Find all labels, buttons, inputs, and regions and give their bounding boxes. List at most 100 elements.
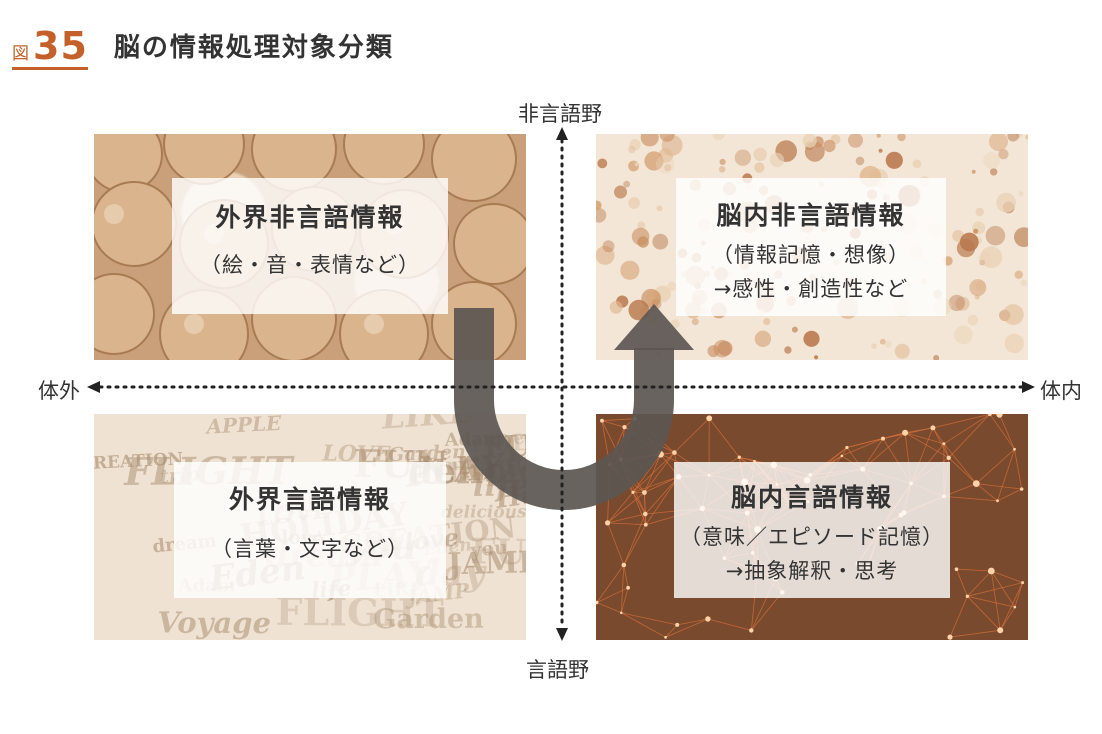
network-link [846,438,884,448]
bokeh-dot [596,208,607,223]
bokeh-dot [912,159,922,169]
panel-internal-nonverbal: 脳内非言語情報 （情報記憶・想像） →感性・創造性など [676,178,946,316]
network-node [996,414,1003,418]
network-node [749,628,754,633]
network-link [601,420,625,428]
network-link [596,587,629,603]
bokeh-dot [734,149,752,166]
bokeh-dot [784,346,792,354]
network-link [943,443,950,458]
bokeh-dot [791,326,798,333]
panel-title: 外界非言語情報 [215,203,405,232]
bokeh-dot [644,151,664,171]
network-link [997,488,1022,502]
bokeh-dot [1014,227,1028,247]
bokeh-dot [655,154,675,174]
bokeh-dot [1018,191,1024,197]
background-word: Voyage [157,606,271,640]
bokeh-dot [620,260,640,280]
panel-title: 脳内非言語情報 [716,201,906,230]
bokeh-dot [985,225,1006,246]
horizontal-axis-left-arrow [87,381,100,393]
network-link [708,418,740,458]
network-node [664,635,667,639]
network-node [1021,581,1025,585]
network-link [607,522,646,526]
bokeh-dot [664,164,672,172]
panel-external-nonverbal: 外界非言語情報 （絵・音・表情など） [172,178,448,314]
network-node [997,627,1004,634]
network-node [737,455,741,459]
background-word: delicious [441,502,526,522]
bokeh-dot [989,134,1008,152]
bokeh-dot [597,158,608,169]
bokeh-dot [973,228,979,234]
panel-line: （言葉・文字など） [211,537,409,561]
network-link [1014,449,1023,490]
network-link [976,483,998,502]
bokeh-dot [1020,279,1028,287]
bokeh-dot [637,221,646,230]
network-node [600,418,604,423]
background-word: you [468,536,509,562]
bokeh-dot [754,330,772,347]
axis-label-bottom: 言語野 [526,658,589,682]
network-node [996,499,999,503]
network-link [989,414,1015,450]
network-node [987,414,992,417]
bokeh-dot [640,134,659,147]
bokeh-dot [879,338,886,345]
panel-external-verbal: 外界言語情報 （言葉・文字など） [174,462,446,598]
network-node [930,425,936,431]
bokeh-dot [623,180,631,188]
background-word: FUNNY [470,531,526,576]
network-link [991,570,1023,583]
bokeh-dot [959,232,979,252]
network-node [946,455,951,460]
bokeh-dot [975,207,984,217]
bokeh-dot [855,156,865,166]
network-link [644,452,675,493]
network-node [631,490,635,494]
network-link [949,596,968,638]
network-link [949,629,1001,638]
network-link [956,568,992,572]
bokeh-dot [712,134,725,141]
network-node [621,562,627,568]
network-link [645,476,679,515]
network-link [956,569,968,597]
network-link [990,570,1016,608]
figure-number-label: 図 35 [12,27,88,70]
bokeh-dot [634,162,639,167]
figure-title: 脳の情報処理対象分類 [113,33,394,63]
network-link [948,414,991,459]
bokeh-dot [656,205,663,212]
bokeh-dot [848,134,863,148]
figure-underline [12,67,88,70]
network-node [965,594,970,598]
network-link [999,414,1015,450]
network-node [972,480,980,487]
network-link [967,570,992,597]
network-link [632,454,661,493]
network-node [881,436,885,441]
bokeh-dot [628,145,636,154]
network-link [943,414,991,445]
bokeh-dot [894,343,910,359]
network-link [621,612,666,638]
network-link [750,592,783,631]
bokeh-dot [1025,135,1028,140]
panel-line: →抽象解釈・思考 [725,559,899,583]
bokeh-dot [983,152,1000,169]
network-node [643,511,648,517]
bokeh-dot [998,149,1009,160]
network-link [943,496,998,502]
network-link [674,418,710,453]
network-link [632,492,646,515]
network-link [1014,582,1023,608]
network-link [841,447,848,457]
network-node [626,585,630,590]
network-link [621,612,678,626]
network-link [904,432,945,445]
